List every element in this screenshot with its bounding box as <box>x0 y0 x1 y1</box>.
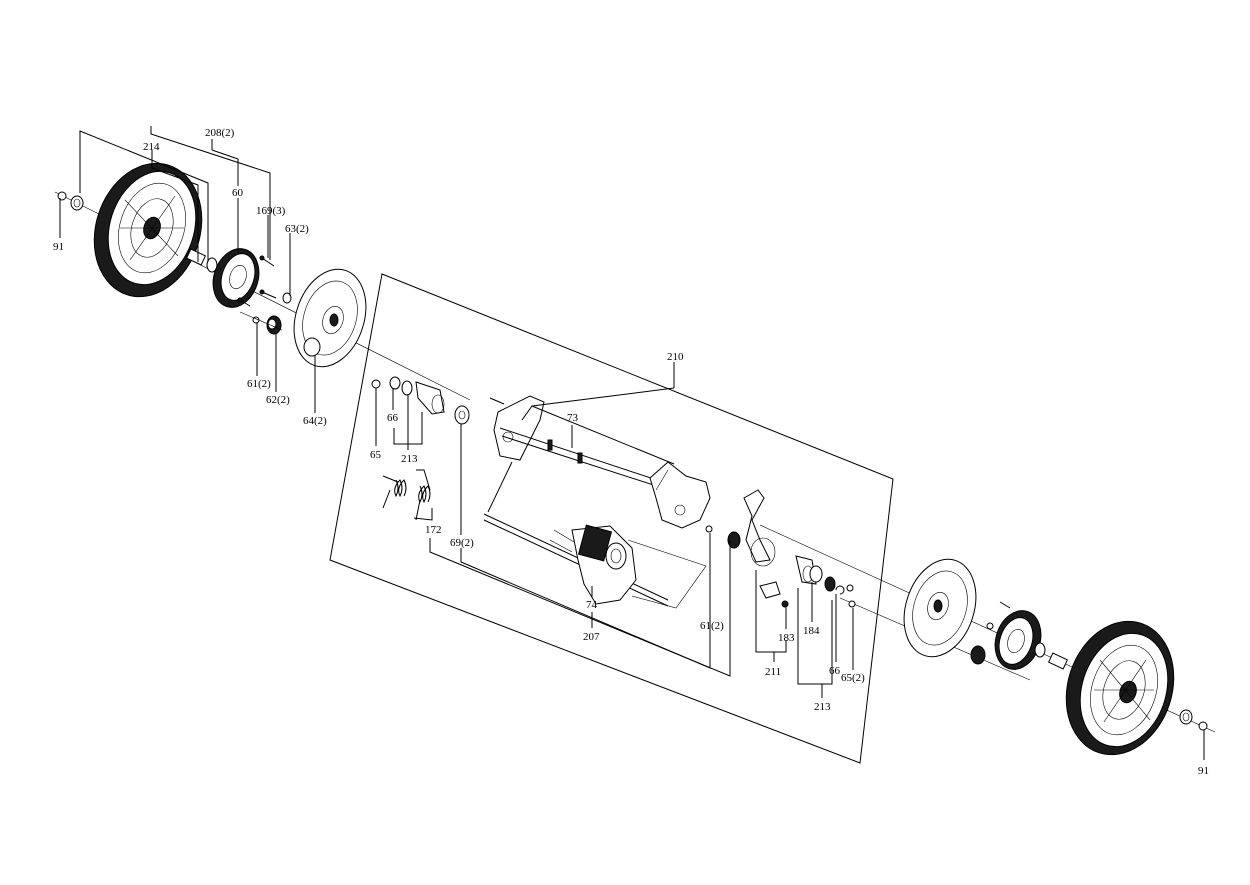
left-drive-gear <box>212 248 260 308</box>
label-65-left: 65 <box>370 449 382 461</box>
gearbox-bracket-lines <box>627 539 707 609</box>
label-169: 169(3) <box>256 205 286 217</box>
label-64: 64(2) <box>303 415 327 427</box>
leader-lines <box>59 126 1205 760</box>
clip-61-right <box>705 525 713 533</box>
right-bearing <box>727 531 741 549</box>
label-213-left: 213 <box>401 453 418 465</box>
label-208: 208(2) <box>205 127 235 139</box>
label-210: 210 <box>667 351 684 363</box>
right-drive-gear <box>970 601 1069 670</box>
right-cover-plate <box>903 558 977 658</box>
label-214: 214 <box>143 141 160 153</box>
label-65-right: 65(2) <box>841 672 865 684</box>
label-73: 73 <box>567 412 579 424</box>
left-spacer <box>206 257 218 273</box>
gearbox-assembly <box>549 524 637 605</box>
right-bracket-plate <box>649 461 711 529</box>
label-207: 207 <box>583 631 600 643</box>
label-91-left: 91 <box>53 241 64 253</box>
label-63: 63(2) <box>285 223 309 235</box>
label-66-right: 66 <box>829 665 841 677</box>
label-66-left: 66 <box>387 412 399 424</box>
left-bracket-plate <box>489 395 545 461</box>
washer-69 <box>454 405 470 425</box>
label-184: 184 <box>803 625 820 637</box>
label-69: 69(2) <box>450 537 474 549</box>
gear-screws <box>237 255 277 307</box>
left-pinion <box>266 315 282 335</box>
label-183: 183 <box>778 632 795 644</box>
label-61-left: 61(2) <box>247 378 271 390</box>
label-213-right: 213 <box>814 701 831 713</box>
left-hub-nut <box>57 191 84 211</box>
washer-63 <box>282 292 292 304</box>
label-62: 62(2) <box>266 394 290 406</box>
bracket-link <box>487 461 513 513</box>
subassembly-frame-210 <box>329 273 894 764</box>
right-wheel <box>1065 620 1175 756</box>
part-labels: 91 214 208(2) 60 169(3) 63(2) 61(2) 62(2… <box>53 127 1209 777</box>
label-172: 172 <box>425 524 442 536</box>
label-61-right: 61(2) <box>700 620 724 632</box>
left-cover-plate <box>293 268 367 368</box>
right-hub-parts <box>759 555 856 608</box>
left-wheel <box>93 162 203 298</box>
label-211: 211 <box>765 666 781 678</box>
right-hub-nut <box>1179 709 1208 731</box>
label-91-right: 91 <box>1198 765 1209 777</box>
label-60: 60 <box>232 187 244 199</box>
label-74: 74 <box>586 599 598 611</box>
right-lever-bracket <box>743 489 776 567</box>
lower-shaft <box>483 513 669 601</box>
torsion-springs <box>382 469 431 521</box>
